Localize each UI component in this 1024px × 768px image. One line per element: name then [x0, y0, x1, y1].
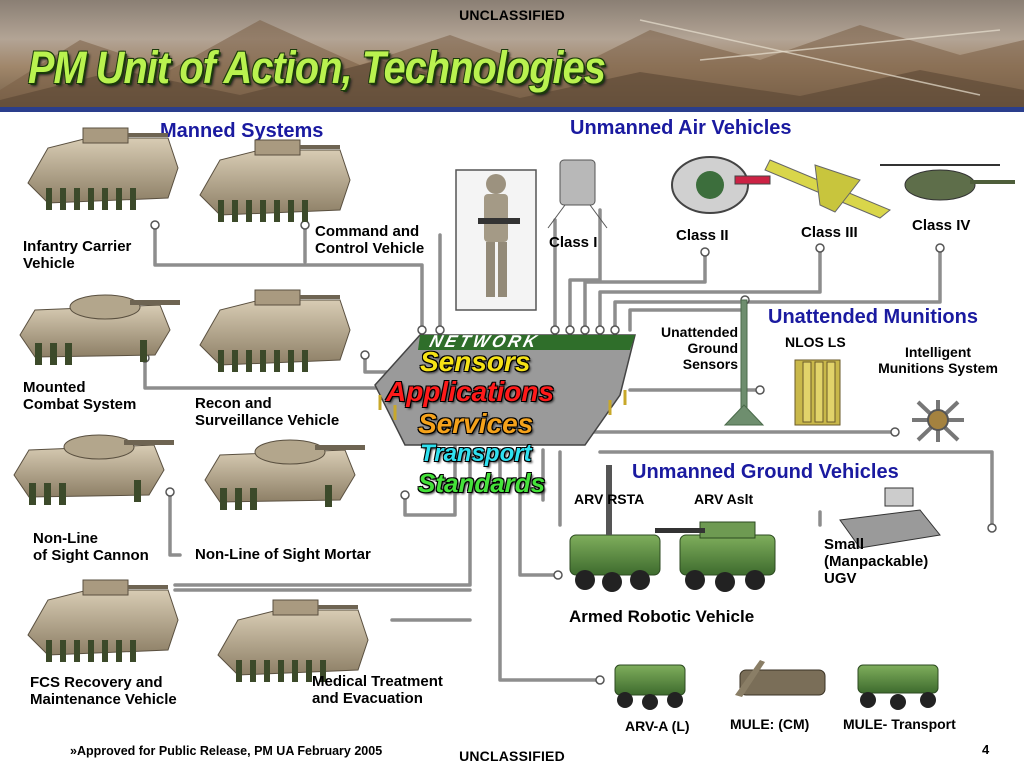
label-small-ugv: Small(Manpackable)UGV: [824, 536, 929, 587]
footer-release-note: »Approved for Public Release, PM UA Febr…: [70, 744, 383, 758]
label-nlos-mortar: Non-Line of Sight Mortar: [195, 546, 371, 563]
command-control-vehicle-image: [199, 139, 351, 223]
class-4-uav-image: [880, 164, 1015, 201]
section-unmanned-air-vehicles: Unmanned Air Vehicles: [570, 117, 792, 139]
layer-standards: Standards: [418, 468, 546, 498]
label-class-2: Class II: [676, 227, 729, 244]
infantry-carrier-vehicle-image: [27, 127, 179, 211]
layer-applications: Applications: [386, 376, 555, 407]
intelligent-munitions-image: [912, 400, 964, 442]
small-ugv-image: [839, 487, 941, 549]
page-title: PM Unit of Action, Technologies: [28, 42, 606, 93]
classification-bottom: UNCLASSIFIED: [459, 748, 565, 764]
nlos-ls-image: [794, 359, 841, 426]
label-arv-a-l: ARV-A (L): [625, 718, 690, 734]
class-2-uav-image: [671, 156, 771, 214]
label-class-1: Class I: [549, 234, 598, 251]
mule-cm-image: [735, 660, 826, 697]
class-3-uav-image: [764, 159, 891, 219]
arv-rsta-image: [569, 465, 661, 592]
layer-services: Services: [418, 408, 534, 439]
network-chip: [374, 334, 636, 446]
mule-transport-image: [857, 664, 939, 710]
label-class-4: Class IV: [912, 217, 971, 234]
label-class-3: Class III: [801, 224, 858, 241]
section-unattended-munitions: Unattended Munitions: [768, 306, 978, 328]
banner-landscape: [0, 19, 1024, 112]
label-mule-transport: MULE- Transport: [843, 716, 956, 732]
layer-transport: Transport: [420, 440, 532, 467]
section-unmanned-ground-vehicles: Unmanned Ground Vehicles: [632, 461, 899, 483]
arv-a-l-image: [614, 664, 686, 710]
classification-top: UNCLASSIFIED: [459, 7, 565, 23]
layer-sensors: Sensors: [420, 346, 531, 377]
label-armed-robotic-vehicle: Armed Robotic Vehicle: [569, 607, 755, 626]
label-nlos-ls: NLOS LS: [785, 334, 846, 350]
class-1-uav-image: [547, 159, 608, 229]
label-arv-aslt: ARV Aslt: [694, 491, 754, 507]
label-mule-cm: MULE: (CM): [730, 716, 810, 732]
arv-aslt-image: [655, 521, 776, 592]
unattended-ground-sensors-image: [723, 299, 765, 426]
section-manned-systems: Manned Systems: [160, 120, 324, 142]
label-arv-rsta: ARV RSTA: [574, 491, 645, 507]
header-banner: [0, 0, 1024, 112]
soldier-image: [478, 174, 520, 297]
page-number: 4: [982, 742, 990, 757]
